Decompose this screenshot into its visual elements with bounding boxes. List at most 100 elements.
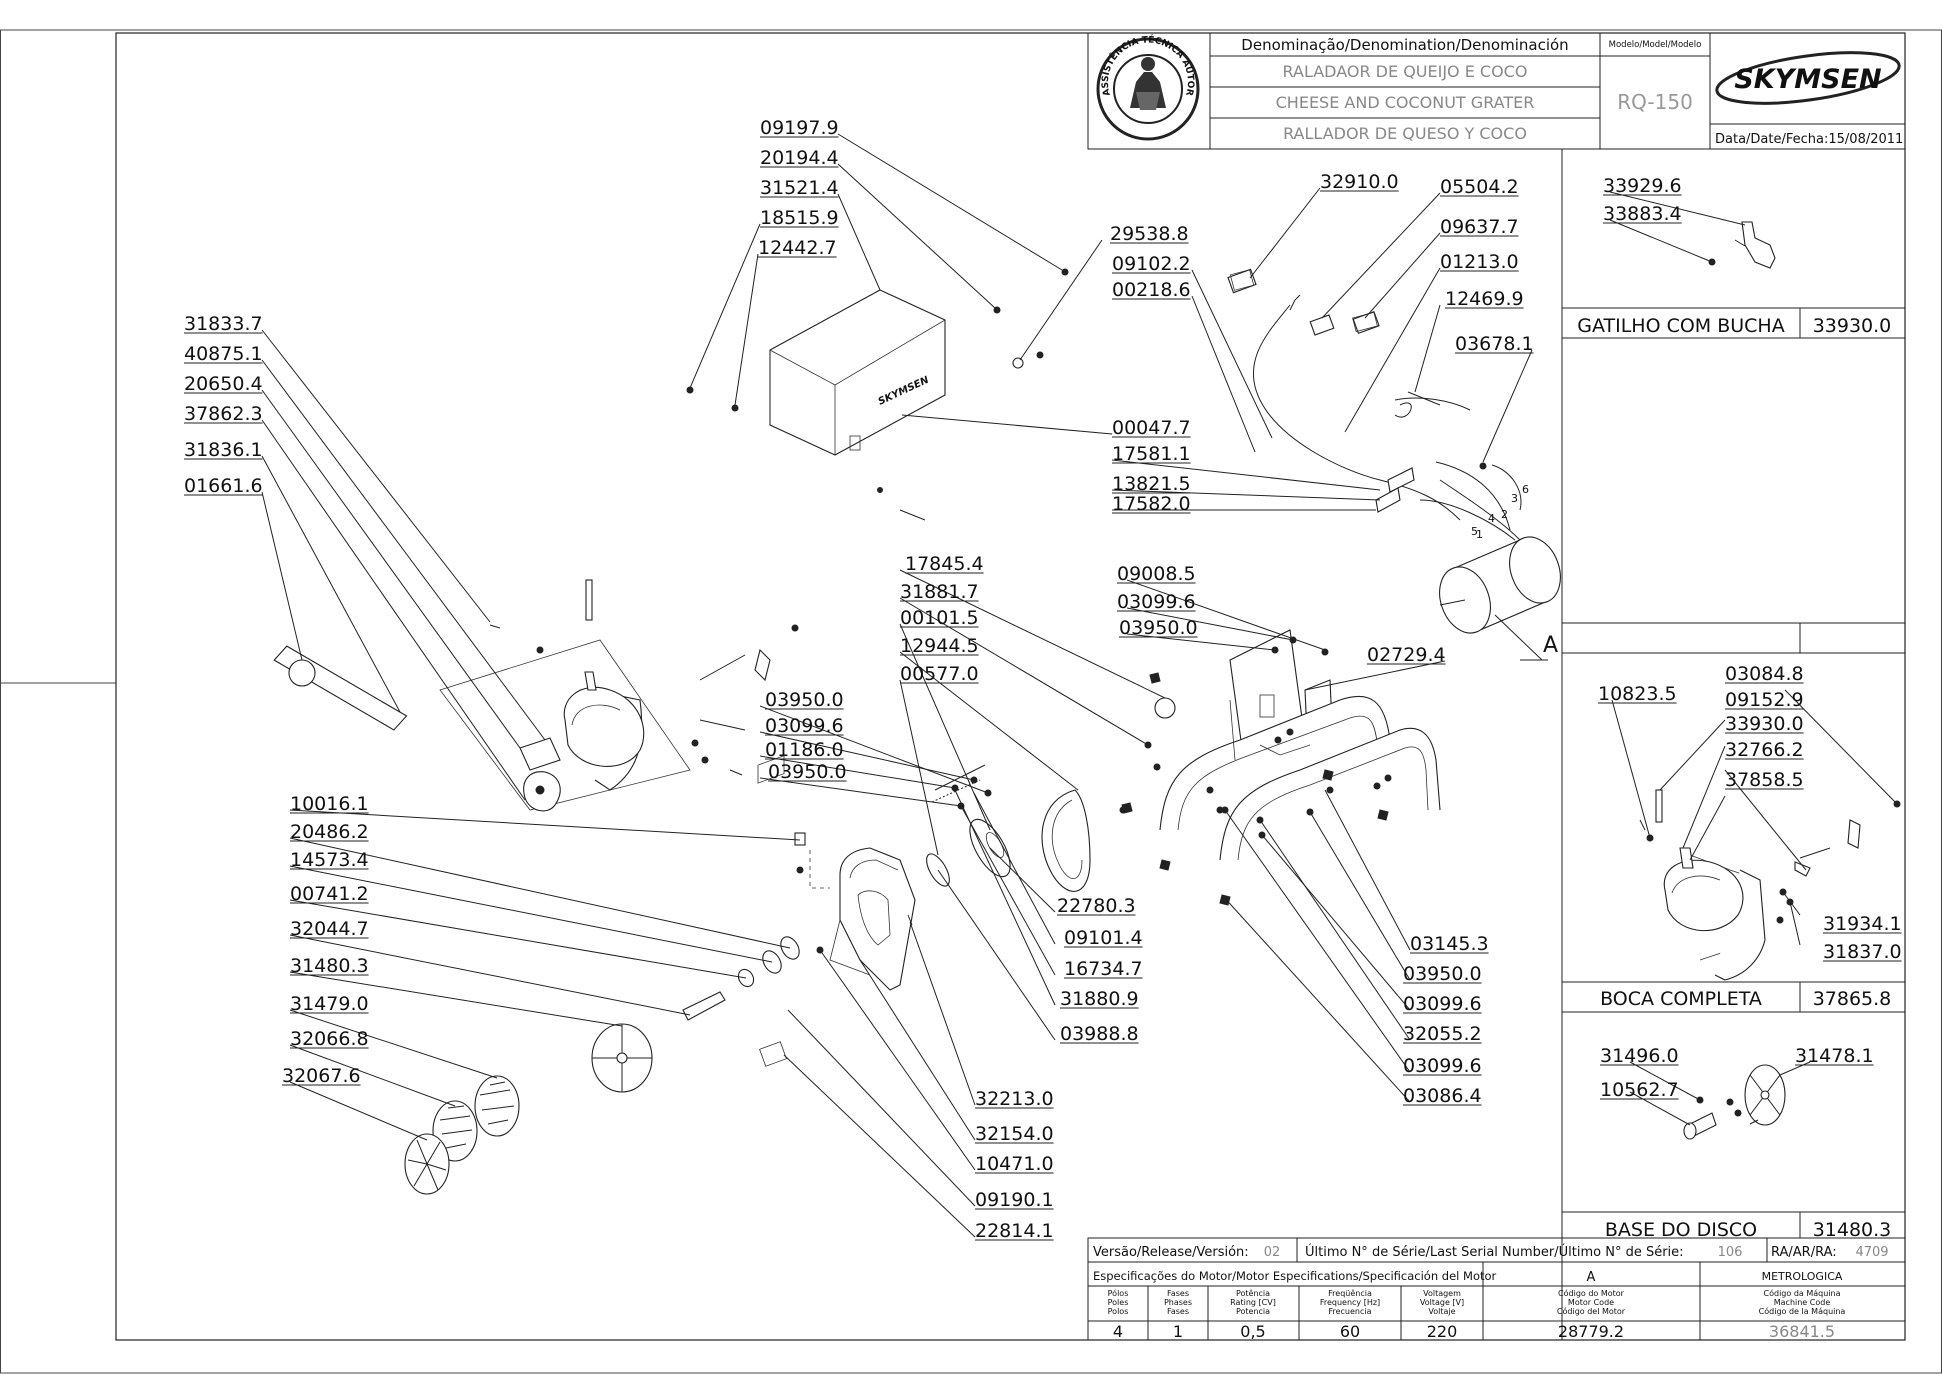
drawing-frame [115, 32, 1906, 1341]
wire-number-6: 6 [1522, 483, 1529, 496]
part-number-label: 02729.4 [1367, 644, 1446, 666]
spec-motor-code: 28779.2 [1558, 1322, 1624, 1341]
part-number-label: 31881.7 [900, 581, 979, 603]
part-number-label: 09637.7 [1440, 216, 1519, 238]
panel-code-boca: 37865.8 [1813, 988, 1892, 1010]
grater-discs [404, 755, 785, 1195]
wire-number-3: 3 [1511, 492, 1518, 505]
part-number-label: 40875.1 [184, 343, 263, 365]
part-number-label: 37858.5 [1725, 769, 1804, 791]
right-panels: GATILHO COM BUCHA 33930.0 BOCA COMPLETA … [1561, 149, 1905, 1340]
part-number-label: 31480.3 [290, 955, 369, 977]
label-plate-1 [1229, 269, 1255, 291]
seal-text: ASSISTÊNCIA TÉCNICA AUTORIZADA [0, 0, 1195, 97]
trigger-bushing-drawing [1708, 221, 1776, 269]
part-number-label: 10823.5 [1598, 683, 1677, 705]
part-number-label: 12469.9 [1445, 288, 1524, 310]
spec-phases: 1 [1173, 1322, 1183, 1341]
part-number-label: 03988.8 [1060, 1023, 1139, 1045]
date-label-text: Data/Date/Fecha: [1715, 132, 1828, 147]
disc-1 [474, 1075, 520, 1137]
motor-spec-label: Especificações do Motor/Motor Especifica… [1093, 1269, 1497, 1283]
part-number-label: 20194.4 [760, 147, 839, 169]
part-number-label: 31479.0 [290, 993, 369, 1015]
label-plate-2 [1352, 311, 1378, 333]
part-number-label: 31521.4 [760, 177, 839, 199]
spec-poles: 4 [1113, 1322, 1123, 1341]
part-drawings: SKYMSEN 1 2 3 4 5 6 [273, 221, 1901, 1195]
panel-code-base: 31480.3 [1813, 1219, 1892, 1241]
part-number-label: 33929.6 [1603, 175, 1682, 197]
part-number-label: 03099.6 [1403, 993, 1482, 1015]
part-number-label: 29538.8 [1110, 223, 1189, 245]
part-number-label: 03950.0 [765, 689, 844, 711]
part-number-label: 32055.2 [1403, 1023, 1482, 1045]
motor [1439, 536, 1561, 634]
electrical-harness: 1 2 3 4 5 6 [1227, 268, 1529, 541]
part-number-label: 01661.6 [184, 475, 263, 497]
disc-3 [404, 1133, 450, 1195]
ra-value: 4709 [1855, 1245, 1888, 1260]
part-number-label: 32044.7 [290, 918, 369, 940]
spec-block: Versão/Release/Versión: 02 Último N° de … [1087, 1237, 1906, 1341]
part-number-label: 32910.0 [1320, 171, 1399, 193]
part-number-label: 03099.6 [1403, 1055, 1482, 1077]
part-number-label: 09102.2 [1112, 253, 1191, 275]
model-header: Modelo/Model/Modelo [1609, 40, 1702, 50]
part-number-label: 31837.0 [1823, 941, 1902, 963]
spec-machine-code: 36841.5 [1769, 1322, 1835, 1341]
part-number-label: 20486.2 [290, 821, 369, 843]
part-number-label: 31934.1 [1823, 913, 1902, 935]
date-label: Data/Date/Fecha:15/08/2011 [1715, 132, 1903, 147]
part-number-label: 03086.4 [1403, 1085, 1482, 1107]
authorized-service-seal: ASSISTÊNCIA TÉCNICA AUTORIZADA [0, 0, 1200, 141]
part-number-label: 31833.7 [184, 313, 263, 335]
brand-name: SKYMSEN [1734, 64, 1882, 95]
wire-number-2: 2 [1501, 508, 1508, 521]
part-number-label: 32213.0 [975, 1088, 1054, 1110]
part-number-labels: 09197.920194.431521.418515.912442.729538… [184, 117, 1902, 1242]
metrology-label: METROLOGICA [1762, 1270, 1843, 1283]
version-label: Versão/Release/Versión: [1093, 1245, 1249, 1260]
part-number-label: 09190.1 [975, 1189, 1054, 1211]
part-number-label: 03145.3 [1410, 933, 1489, 955]
part-number-label: 13821.5 [1112, 473, 1191, 495]
panel-label-gatilho: GATILHO COM BUCHA [1577, 315, 1784, 337]
title-block: ASSISTÊNCIA TÉCNICA AUTORIZADA Denominaç… [0, 0, 1906, 150]
spec-volt: 220 [1427, 1322, 1458, 1341]
part-number-label: 22814.1 [975, 1220, 1054, 1242]
part-number-label: 03950.0 [1403, 963, 1482, 985]
part-number-label: 09101.4 [1064, 927, 1143, 949]
part-number-label: 09008.5 [1117, 563, 1196, 585]
part-number-label: 09152.9 [1725, 689, 1804, 711]
motor-cover: SKYMSEN [686, 268, 1069, 521]
date-value: 15/08/2011 [1828, 132, 1903, 147]
part-number-label: 31478.1 [1795, 1045, 1874, 1067]
part-number-label: 12442.7 [758, 237, 837, 259]
wire-number-4: 4 [1488, 512, 1495, 525]
part-number-label: 17581.1 [1112, 443, 1191, 465]
part-number-label: 32067.6 [282, 1065, 361, 1087]
disc-shaft [682, 936, 824, 1021]
serial-label: Último N° de Série/Last Serial Number/Úl… [1305, 1244, 1684, 1260]
wire-number-5: 5 [1471, 525, 1478, 538]
part-number-label: 05504.2 [1440, 176, 1519, 198]
part-number-label: 00218.6 [1112, 279, 1191, 301]
product-name-pt: RALADAOR DE QUEIJO E COCO [1283, 62, 1528, 81]
spec-power: 0,5 [1240, 1322, 1265, 1341]
part-number-label: 00101.5 [900, 607, 979, 629]
motor-letter: A [1587, 1270, 1596, 1285]
part-number-label: 37862.3 [184, 403, 263, 425]
part-number-label: 18515.9 [760, 207, 839, 229]
part-number-label: 16734.7 [1064, 958, 1143, 980]
part-number-label: 00741.2 [290, 883, 369, 905]
wire-number-1: 1 [1476, 528, 1483, 541]
part-number-label: 22780.3 [1057, 895, 1136, 917]
part-number-label: 00047.7 [1112, 417, 1191, 439]
part-number-label: 31836.1 [184, 439, 263, 461]
part-number-label: 17845.4 [905, 553, 984, 575]
